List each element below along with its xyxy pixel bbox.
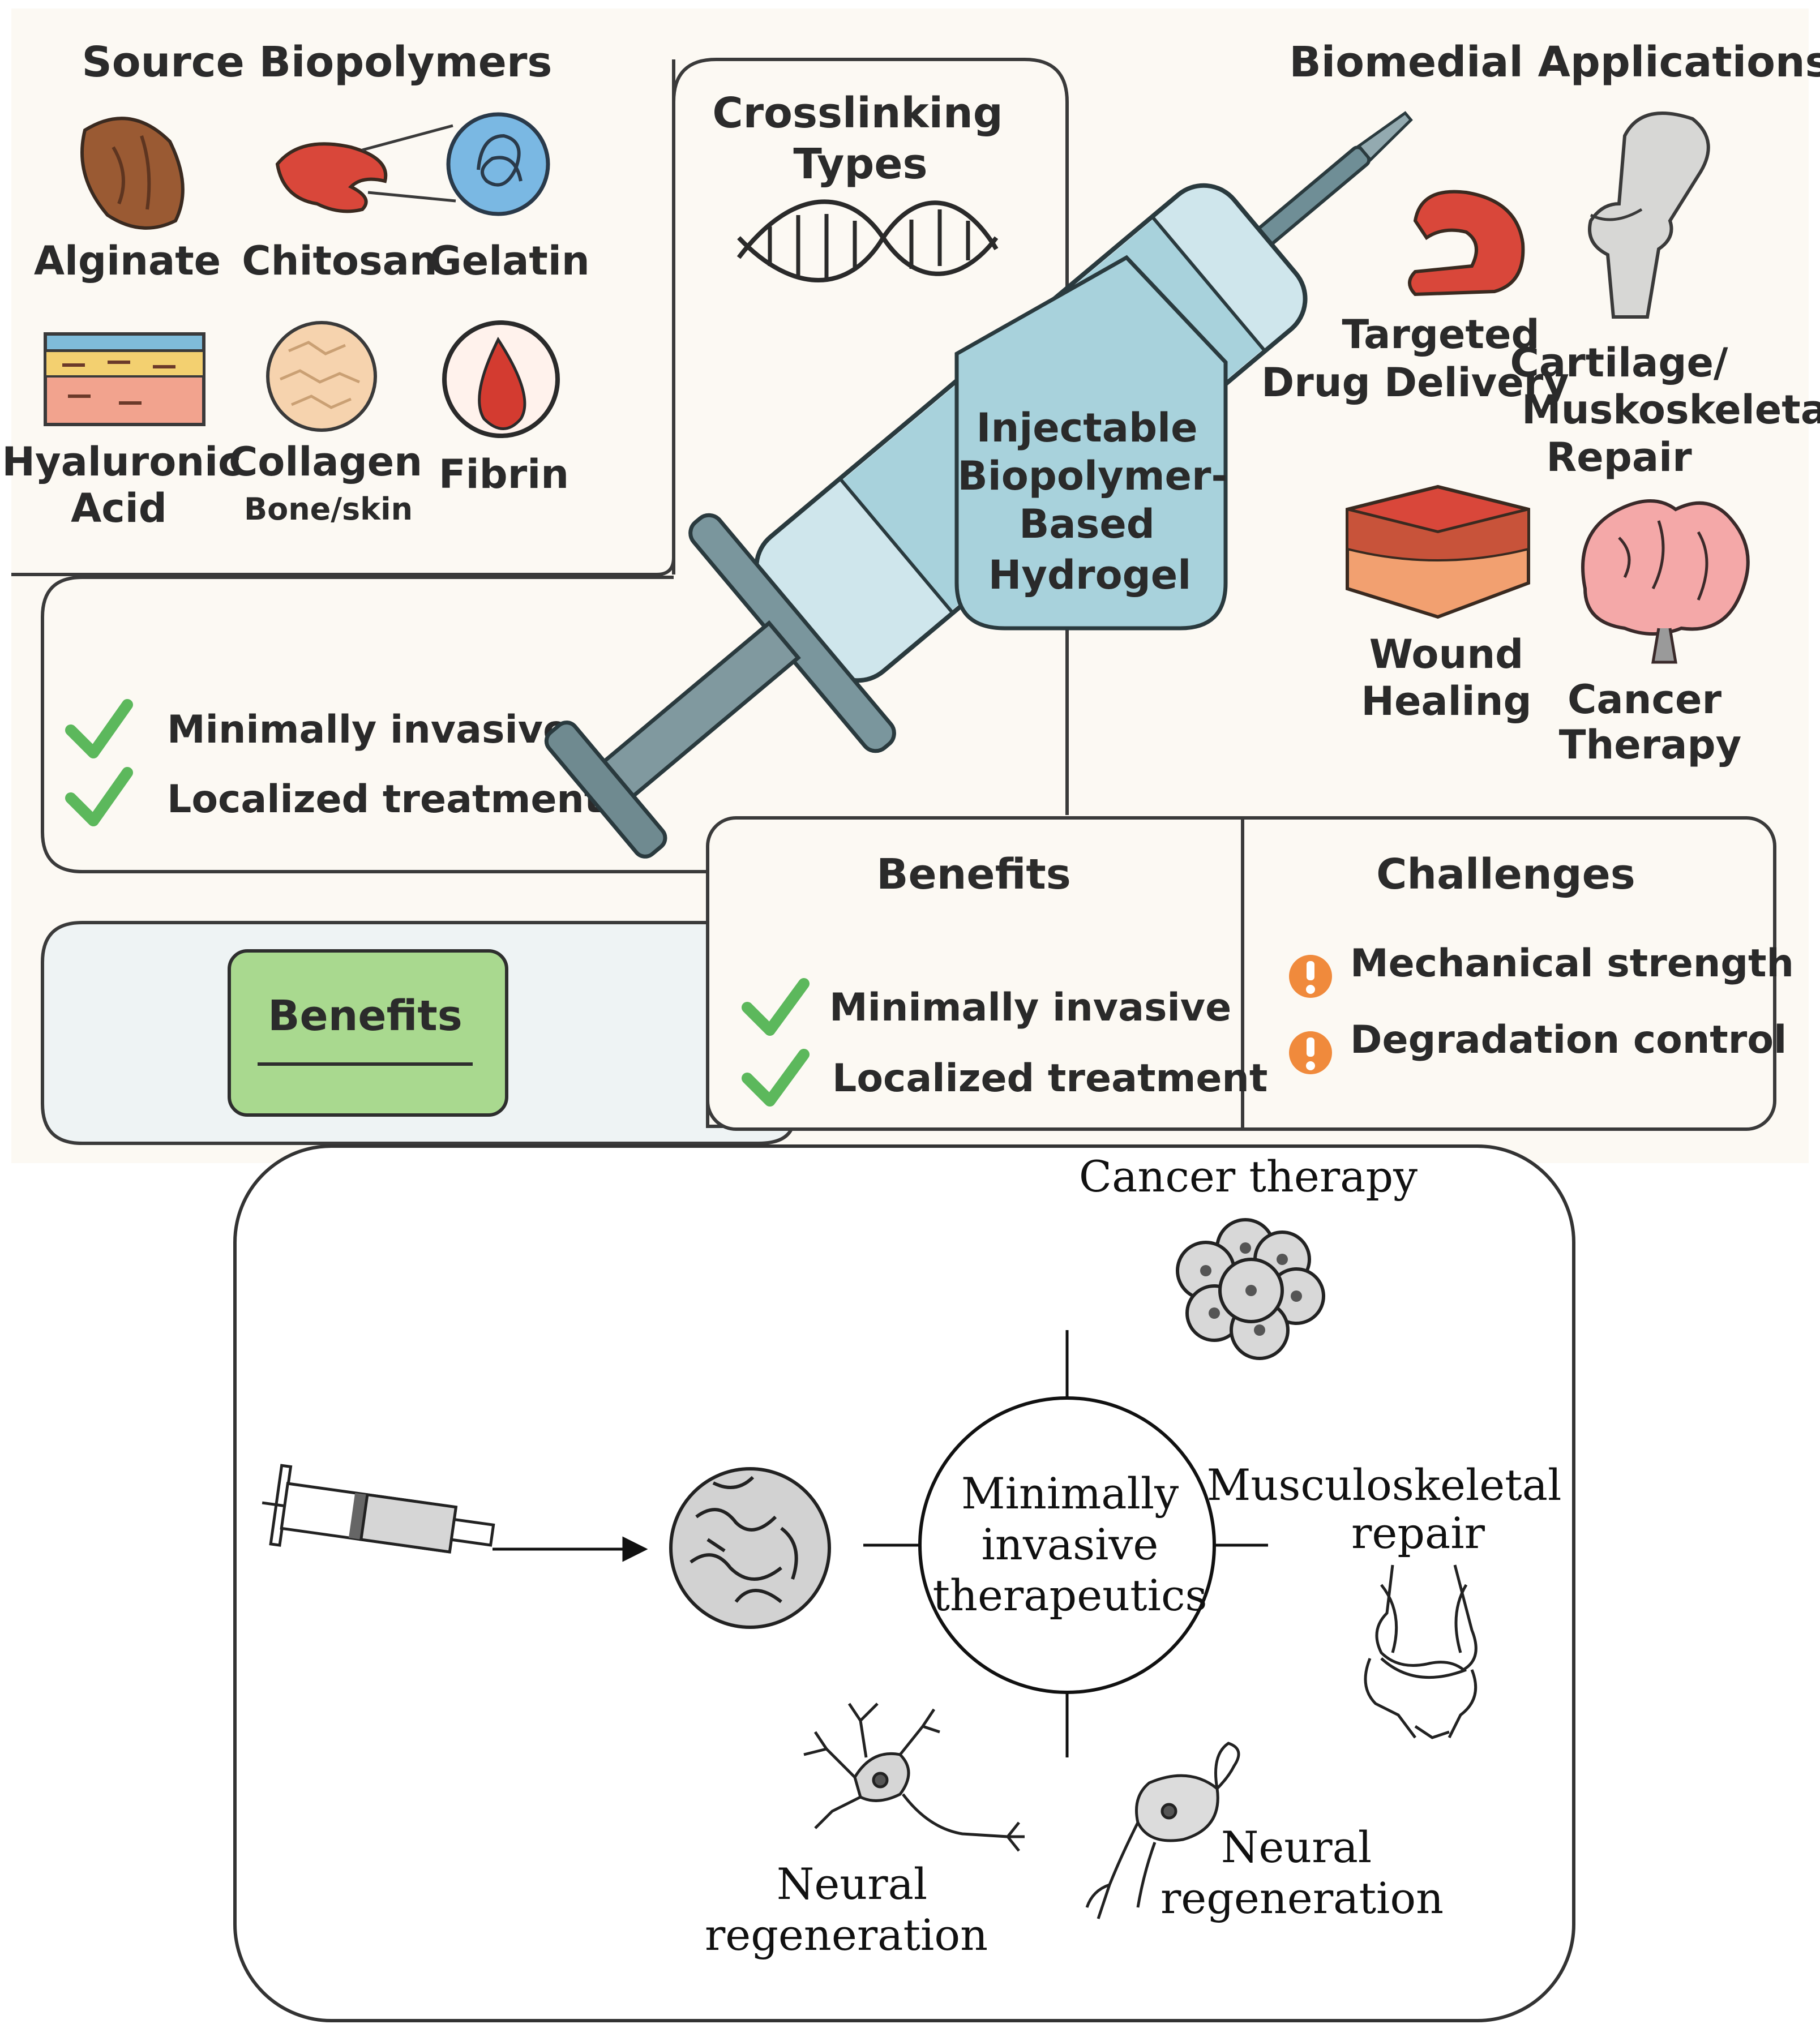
dna-icon [736,199,999,282]
gelatin-label: Gelatin [429,238,589,284]
chitosan-connector-top [362,124,453,152]
neural-right-label-1: Neural [1221,1822,1372,1872]
chitosan-label: Chitosan [242,238,438,284]
check-icon [65,767,133,826]
crosslinking-panel [672,58,1069,815]
challenges-title: Challenges [1376,850,1635,899]
drug-delivery-label-2: Drug Delivery [1261,359,1569,406]
knee-joint-icon [1364,1564,1478,1739]
neural-left-label-1: Neural [777,1859,927,1909]
source-title: Source Biopolymers [82,38,553,87]
neural-left-label-2: regeneration [705,1910,988,1960]
check-icon [65,699,133,758]
alginate-icon [80,117,185,230]
wound-healing-label-2: Healing [1361,678,1531,724]
cartilage-label-2: Muskoskeletal [1522,387,1820,433]
left-benefit-1: Minimally invasive [167,708,569,752]
tissue-fragment-icon [1408,190,1525,297]
cartilage-label-3: Repair [1546,434,1692,481]
syringe-label-4: Hydrogel [988,552,1192,598]
cancer-therapy-label-1: Cancer [1568,676,1721,723]
skin-layer-icon [1346,484,1530,619]
chitosan-icon [275,142,388,213]
center-circle [918,1396,1216,1694]
hyaluronic-label-1: Hyaluronic [2,439,241,485]
gelatin-icon [446,112,550,216]
left-benefit-2: Localized treatment [167,777,602,822]
warning-icon [1289,1031,1332,1074]
hyaluronic-acid-icon [44,332,205,426]
benefits-button[interactable] [228,949,508,1117]
cell-nuclei [1200,1242,1302,1336]
cancer-therapy-label-2: Therapy [1559,722,1742,768]
neuron-cell-icon [1085,1742,1240,1919]
left-benefits-panel [41,576,708,873]
crosslinking-title-1: Crosslinking [712,89,1003,138]
collagen-sublabel: Bone/skin [244,491,413,527]
check-icon [742,1049,810,1107]
musculo-label-2: repair [1351,1508,1485,1558]
applications-title: Biomedial Applications [1289,38,1820,87]
brain-icon [1581,499,1750,664]
check-icon [742,978,810,1036]
musculo-label-1: Musculoskeletal [1207,1460,1562,1510]
syringe-label-2: Biopolymer- [957,453,1227,499]
chitosan-connector-bottom [367,191,456,203]
bottom-panel [233,1144,1575,2022]
cancer-therapy-label: Cancer therapy [1079,1151,1418,1202]
cartilage-label-1: Cartilage/ [1510,340,1728,386]
challenge-item-1: Mechanical strength [1350,941,1794,986]
collagen-icon [266,321,377,432]
neuron-icon [803,1703,1025,1852]
wound-healing-label-1: Wound [1369,631,1524,678]
benefit-item-1: Minimally invasive [829,985,1231,1030]
fibrin-label: Fibrin [439,451,569,498]
small-syringe-icon [262,1464,495,1554]
center-label-1: Minimally [961,1468,1179,1519]
crosslinking-title-2: Types [793,140,927,188]
hyaluronic-label-2: Acid [71,485,167,531]
fibrin-icon [442,320,560,438]
syringe-label-1: Injectable [976,405,1197,451]
hydrogel-network-icon [669,1467,831,1629]
center-label-3: therapeutics [932,1570,1207,1620]
benefits-title: Benefits [876,850,1071,899]
warning-icon [1289,955,1332,998]
neural-right-label-2: regeneration [1160,1873,1444,1923]
benefit-item-2: Localized treatment [832,1056,1267,1101]
challenge-item-2: Degradation control [1350,1018,1787,1062]
collagen-label: Collagen [229,439,422,485]
alginate-label: Alginate [34,238,221,284]
benefits-button-label: Benefits [268,992,463,1040]
center-label-2: invasive [982,1519,1159,1570]
syringe-icon [544,111,1413,859]
syringe-label-3: Based [1019,501,1155,547]
bone-joint-icon [1588,112,1710,319]
drug-delivery-label-1: Targeted [1342,311,1539,358]
